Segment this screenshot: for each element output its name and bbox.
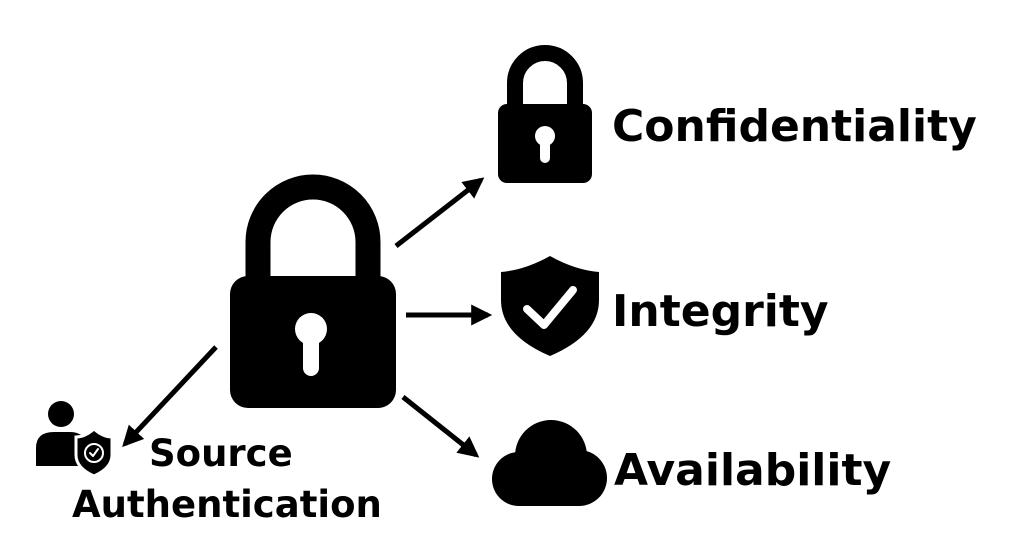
source-authentication-label-line2: Authentication (72, 483, 382, 526)
cloud-icon (492, 420, 607, 506)
arrows (122, 177, 493, 458)
arrow-to-source-authentication (122, 345, 218, 448)
availability-label: Availability (614, 445, 892, 496)
arrow-to-availability (401, 395, 480, 458)
user-shield-icon (36, 401, 114, 478)
arrow-to-confidentiality (394, 177, 485, 248)
source-authentication-label-line1: Source (149, 432, 293, 475)
confidentiality-label: Confidentiality (612, 101, 977, 152)
center-padlock-icon (230, 174, 396, 408)
integrity-label: Integrity (612, 286, 829, 337)
shield-check-icon (501, 256, 599, 356)
padlock-icon (498, 45, 592, 183)
